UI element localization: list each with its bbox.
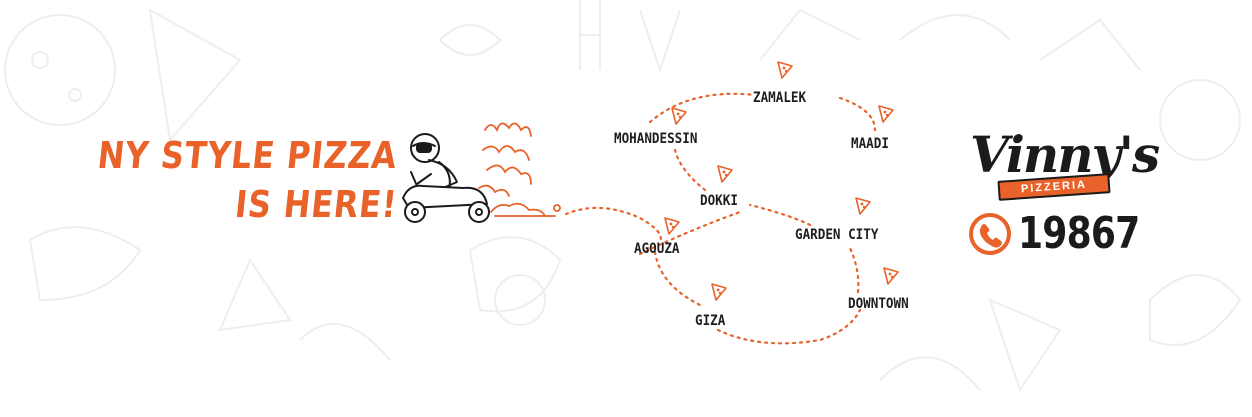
pizza-slice-icon (711, 283, 727, 301)
pizza-slice-icon (878, 105, 894, 123)
logo-subtitle: PIZZERIA (1020, 178, 1088, 196)
route-path (716, 308, 862, 345)
pizza-slice-icon (855, 197, 871, 215)
route-path (638, 210, 742, 256)
area-label-zamalek: ZAMALEK (753, 90, 807, 106)
pizza-slice-icon (883, 267, 899, 285)
area-label-mohandessin: MOHANDESSIN (614, 131, 698, 147)
area-label-giza: GIZA (695, 313, 726, 329)
vinnys-logo: Vinny's PIZZERIA (970, 125, 1160, 205)
area-label-downtown: DOWNTOWN (848, 296, 909, 312)
pizza-slice-icon (777, 61, 793, 79)
scooter-rider-illustration (402, 122, 561, 223)
route-path (838, 96, 877, 132)
route-path (748, 203, 812, 227)
area-label-dokki: DOKKI (700, 193, 738, 209)
route-path (848, 246, 860, 294)
route-path (673, 148, 707, 192)
phone-number: 19867 (1018, 208, 1140, 259)
logo-wordmark: Vinny's (970, 125, 1160, 184)
pizza-slice-icon (664, 217, 680, 235)
pizza-slice-icon (671, 107, 687, 125)
area-label-garden-city: GARDEN CITY (795, 227, 879, 243)
area-label-agouza: AGOUZA (634, 241, 680, 257)
route-path (653, 250, 702, 307)
area-label-maadi: MAADI (851, 136, 889, 152)
pizza-slice-icon (717, 165, 733, 183)
phone-icon (969, 213, 1011, 255)
route-path (564, 206, 662, 244)
route-path (648, 92, 757, 124)
